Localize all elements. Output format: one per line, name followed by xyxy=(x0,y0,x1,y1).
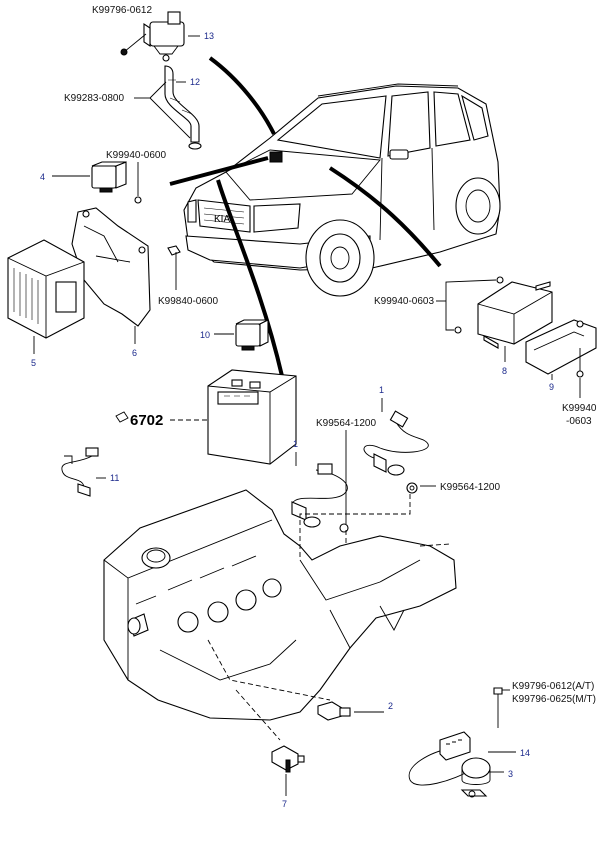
ecu-5-part[interactable] xyxy=(7,239,85,339)
callout-7: 7 xyxy=(282,799,287,809)
part-number-washer-sensor-left: K99564-1200 xyxy=(316,418,376,429)
sensor-1-left-part[interactable] xyxy=(291,463,348,528)
callout-8: 8 xyxy=(502,366,507,376)
part-number-nut-module: K99940-0603 xyxy=(374,296,434,307)
sensor-7-part[interactable] xyxy=(271,745,305,773)
relay-10-part[interactable] xyxy=(235,319,269,351)
sensor-3-part[interactable] xyxy=(460,757,491,798)
sensor-1-right-part[interactable] xyxy=(363,410,429,476)
relay-4-part[interactable] xyxy=(91,161,127,193)
bolt-relay-part[interactable] xyxy=(120,33,147,56)
callout-4: 4 xyxy=(40,172,45,182)
callout-5: 5 xyxy=(31,358,36,368)
svg-text:KIA: KIA xyxy=(214,214,230,225)
washer-sensor-right-part[interactable] xyxy=(406,482,418,494)
bracket-9-part[interactable] xyxy=(525,319,597,375)
hose-12-part[interactable] xyxy=(164,65,202,150)
nut-ecu-bracket-part[interactable] xyxy=(167,245,181,290)
part-number-hose-clip: K99283-0800 xyxy=(64,93,124,104)
callout-12: 12 xyxy=(190,77,200,87)
nut-module-part[interactable] xyxy=(445,276,504,334)
sensor-2-part[interactable] xyxy=(317,701,351,721)
leader-stroke-relay xyxy=(208,56,276,135)
vehicle-illustration: KIA xyxy=(183,83,501,297)
callout-11: 11 xyxy=(110,473,119,483)
leader-stroke-ecu xyxy=(216,179,284,377)
part-number-nut-bracket-9-a: K99940 xyxy=(562,403,597,414)
callout-1-left: 1 xyxy=(293,439,298,449)
nut-bracket-9-part[interactable] xyxy=(576,348,584,378)
sensor-11-part[interactable] xyxy=(61,447,99,497)
relay-box-part[interactable] xyxy=(207,369,297,465)
module-8-part[interactable] xyxy=(477,281,553,349)
reference-code: 6702 xyxy=(130,412,163,429)
callout-3: 3 xyxy=(508,769,513,779)
harness-14-part[interactable] xyxy=(408,731,471,786)
callout-13: 13 xyxy=(204,31,214,41)
callout-10: 10 xyxy=(200,330,210,340)
part-number-bolt-sensor-mt: K99796-0625(M/T) xyxy=(512,694,596,705)
part-number-bolt-sensor-at: K99796-0612(A/T) xyxy=(512,681,594,692)
part-number-washer-sensor-right: K99564-1200 xyxy=(440,482,500,493)
callout-1-top: 1 xyxy=(379,385,384,395)
part-number-nut-ecu-bracket: K99840-0600 xyxy=(158,296,218,307)
callout-6: 6 xyxy=(132,348,137,358)
leader-stroke-relay-4 xyxy=(169,156,269,186)
callout-9: 9 xyxy=(549,382,554,392)
engine-block-illustration xyxy=(103,489,457,721)
callout-2: 2 xyxy=(388,701,393,711)
part-number-nut-relay: K99940-0600 xyxy=(106,150,166,161)
part-number-bolt-relay: K99796-0612 xyxy=(92,5,152,16)
callout-14: 14 xyxy=(520,748,530,758)
part-number-nut-bracket-9-b: -0603 xyxy=(566,416,592,427)
bolt-sensor-part[interactable] xyxy=(493,687,503,728)
leader-stroke-module xyxy=(328,166,442,268)
relay-13-part[interactable] xyxy=(143,11,185,62)
